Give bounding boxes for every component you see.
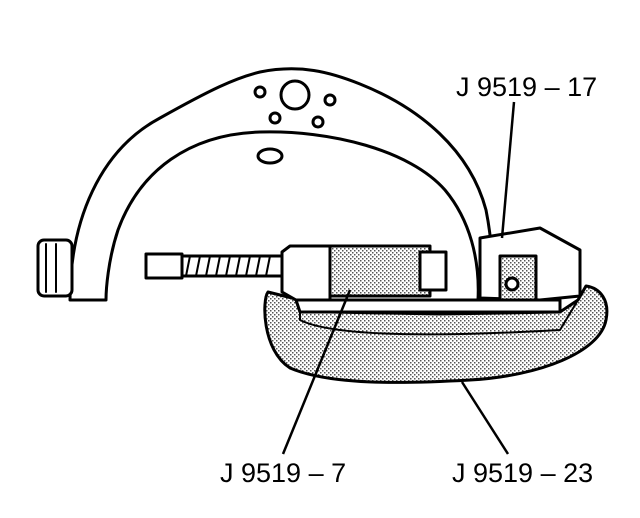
c-clamp-body xyxy=(263,284,609,384)
leader-line-receiver xyxy=(500,101,516,239)
label-receiver-tool: J 9519 – 17 xyxy=(456,72,597,102)
forcing-screw xyxy=(144,252,284,280)
label-installer-tool: J 9519 – 7 xyxy=(220,458,346,488)
leader-line-clamp xyxy=(460,381,510,455)
leader-line-installer xyxy=(281,289,352,455)
label-clamp-tool: J 9519 – 23 xyxy=(452,458,593,488)
receiver-tool xyxy=(478,226,582,302)
installer-adapter xyxy=(328,244,448,298)
c-clamp-frame xyxy=(280,244,562,314)
